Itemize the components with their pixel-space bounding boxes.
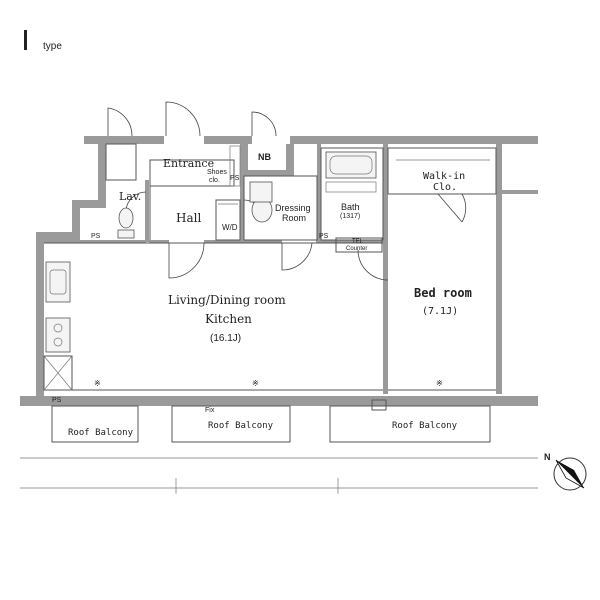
dressing-room-label-2: Room	[282, 213, 306, 223]
washer-dryer-label: W/D	[222, 223, 238, 232]
fixtures	[43, 151, 383, 391]
type-label: type	[43, 41, 62, 52]
fix-label: Fix	[205, 407, 215, 414]
ps-entrance-label: PS	[230, 175, 240, 182]
walls	[20, 136, 538, 406]
ps-kitchen-label: PS	[52, 397, 62, 404]
hall-label: Hall	[176, 211, 201, 225]
compass-north-label: N	[544, 452, 551, 462]
roof-balcony-label-1: Roof Balcony	[68, 428, 134, 438]
entrance-label: Entrance	[163, 157, 214, 170]
ps-bath-label: PS	[319, 233, 329, 240]
tel-counter-label-1: TEL	[352, 239, 364, 245]
bath-label-2: (1317)	[340, 213, 360, 220]
ps-lav-label: PS	[91, 233, 101, 240]
kitchen-label: Kitchen	[205, 312, 252, 326]
marker-3: ※	[436, 379, 443, 388]
bath-label-1: Bath	[341, 202, 360, 212]
living-dining-label: Living/Dining room	[168, 293, 286, 307]
bedroom-size-label: (7.1J)	[422, 306, 458, 317]
roof-balcony-label-2: Roof Balcony	[208, 421, 274, 431]
dressing-room-label-1: Dressing	[275, 203, 311, 213]
bedroom-label: Bed room	[414, 286, 472, 300]
ldk-size-label: (16.1J)	[210, 333, 241, 344]
walkin-closet-label-2: Clo.	[433, 182, 457, 193]
marker-2: ※	[252, 379, 259, 388]
walkin-closet-label-1: Walk-in	[423, 171, 465, 182]
tel-counter-label-2: Counter	[346, 246, 367, 252]
shoes-closet-label-2: clo.	[209, 177, 220, 184]
room-outlines	[20, 143, 538, 494]
marker-1: ※	[94, 379, 101, 388]
shoes-closet-label-1: Shoes	[207, 169, 227, 176]
type-bar-mark	[24, 30, 27, 50]
roof-balcony-label-3: Roof Balcony	[392, 421, 458, 431]
doors	[107, 101, 467, 281]
nb-label: NB	[258, 152, 271, 162]
compass: N	[544, 452, 587, 491]
lav-label: Lav.	[119, 190, 141, 203]
